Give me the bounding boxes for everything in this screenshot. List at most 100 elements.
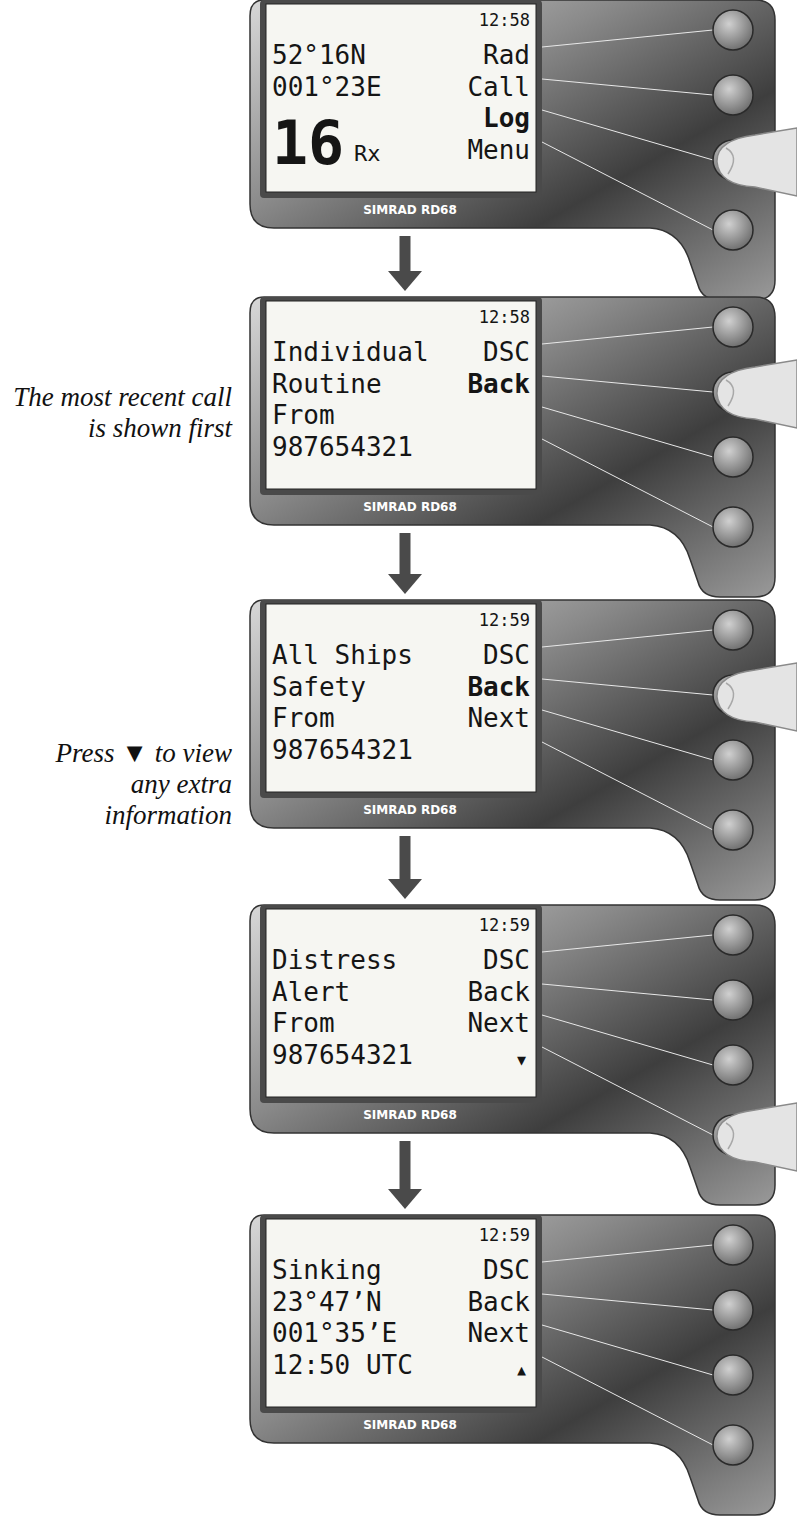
radio-housing [250,905,775,1205]
lcd-screen [266,4,536,192]
button-leader-line [542,630,713,647]
pressing-finger [717,128,797,196]
soft-key-label: DSC [483,336,530,368]
lcd-text: Rx [354,138,381,170]
soft-key-label: Back [467,671,530,703]
soft-key-button [713,307,753,347]
side-note: The most recent call is shown first [12,382,232,444]
arrow-head [388,1189,422,1209]
soft-key-button [713,740,753,780]
soft-key-button [713,1425,753,1465]
soft-key-button [713,10,753,50]
button-leader-line [542,679,713,695]
lcd-text: 12:59 [479,610,530,630]
button-leader-line [542,407,713,457]
lcd-screen [266,1219,536,1407]
lcd-text: Individual [272,336,429,368]
lcd-text: 001°35’E [272,1317,397,1349]
lcd-text: 23°47’N [272,1286,382,1318]
lcd-screen [266,604,536,792]
lcd-text: 001°23E [272,71,382,103]
arrow-head [388,271,422,291]
finger-nail [726,683,734,709]
soft-key-label: Menu [467,134,530,166]
soft-key-label: Next [467,702,530,734]
lcd-text: Distress [272,944,397,976]
brand-label: SIMRAD RD68 [363,1108,457,1122]
finger-nail [726,1123,734,1149]
soft-key-label: Back [467,976,530,1008]
soft-key-button [713,437,753,477]
lcd-text: 52°16N [272,39,366,71]
soft-key-button [713,1290,753,1330]
finger-nail [726,148,734,174]
flow-arrow [388,533,422,594]
button-leader-line [542,110,713,160]
soft-key-button [713,507,753,547]
soft-key-button [713,1225,753,1265]
lcd-bezel [260,297,542,495]
finger-nail [726,380,734,406]
flow-arrow [388,836,422,899]
brand-label: SIMRAD RD68 [363,203,457,217]
lcd-bezel [260,905,542,1103]
lcd-text: 987654321 [272,1039,413,1071]
soft-key-label: Rad [483,39,530,71]
soft-key-label: DSC [483,639,530,671]
side-note: Press ▼ to view any extra information [12,738,232,831]
arrow-shaft [400,836,411,879]
arrow-shaft [400,1141,411,1189]
lcd-text: ▲ [517,1361,526,1379]
pressing-finger [717,1103,797,1171]
brand-label: SIMRAD RD68 [363,1418,457,1432]
soft-key-button [713,915,753,955]
button-leader-line [542,439,713,527]
button-leader-line [542,742,713,830]
arrow-head [388,879,422,899]
pressing-finger [717,663,797,731]
lcd-text: 12:50 UTC [272,1349,413,1381]
button-leader-line [542,327,713,344]
lcd-text: From [272,1007,335,1039]
lcd-text: 12:58 [479,10,530,30]
brand-label: SIMRAD RD68 [363,803,457,817]
button-leader-line [542,710,713,760]
lcd-text: All Ships [272,639,413,671]
radio-housing [250,297,775,597]
button-leader-line [542,1357,713,1445]
lcd-bezel [260,600,542,798]
lcd-screen [266,909,536,1097]
soft-key-button [713,610,753,650]
button-leader-line [542,79,713,95]
lcd-text: 12:58 [479,307,530,327]
lcd-text: Safety [272,671,366,703]
soft-key-button [713,980,753,1020]
button-leader-line [542,1015,713,1065]
flow-arrow [388,236,422,291]
radio-housing [250,1215,775,1515]
lcd-text: Routine [272,368,382,400]
soft-key-button [713,210,753,250]
soft-key-label: Back [467,368,530,400]
button-leader-line [542,30,713,47]
button-leader-line [542,1294,713,1310]
soft-key-button [713,75,753,115]
button-leader-line [542,1047,713,1135]
lcd-bezel [260,1215,542,1413]
lcd-text: ▼ [517,1051,526,1069]
lcd-text: 12:59 [479,915,530,935]
radio-display-unit: 12:59DistressAlertFrom987654321DSCBackNe… [250,905,780,1133]
soft-key-label: Log [483,102,530,134]
button-leader-line [542,935,713,952]
lcd-text: 12:59 [479,1225,530,1245]
radio-housing [250,0,775,300]
button-leader-line [542,1245,713,1262]
lcd-text: Alert [272,976,350,1008]
brand-label: SIMRAD RD68 [363,500,457,514]
soft-key-button [713,810,753,850]
arrow-shaft [400,236,411,271]
lcd-text: 987654321 [272,734,413,766]
radio-display-unit: 12:59All ShipsSafetyFrom987654321DSCBack… [250,600,780,828]
soft-key-label: DSC [483,1254,530,1286]
